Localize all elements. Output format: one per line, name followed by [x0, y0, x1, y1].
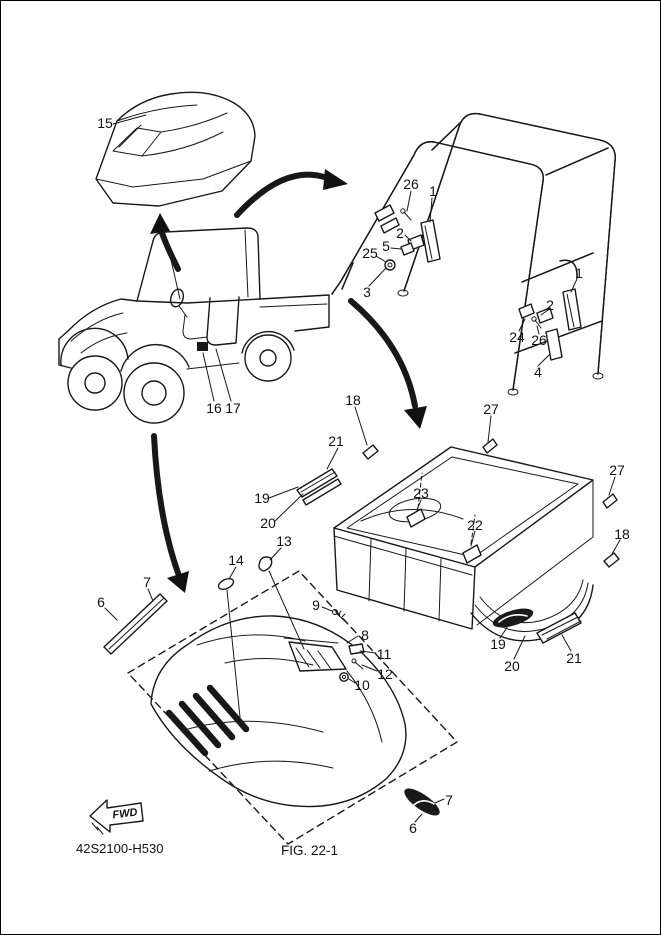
arrow-to-front-fascia [151, 433, 189, 593]
hood-part-drawing [95, 91, 256, 207]
roll-cage-drawing [332, 114, 615, 396]
vehicle-drawing [58, 227, 330, 424]
fwd-label: FWD [112, 807, 138, 822]
front-fascia-drawing [103, 556, 458, 845]
arrow-to-cargo-bed [348, 298, 427, 429]
flow-arrows [150, 169, 427, 593]
leader-lines [104, 114, 621, 823]
fwd-arrow-icon: FWD [89, 799, 144, 835]
cargo-bed-drawing [296, 438, 620, 644]
part-number: 42S2100-H530 [76, 841, 163, 856]
roll-cage-hardware [374, 204, 582, 361]
arrow-to-roll-cage [234, 169, 348, 218]
arrow-to-hood [150, 213, 181, 272]
figure-label: FIG. 22-1 [281, 843, 338, 858]
